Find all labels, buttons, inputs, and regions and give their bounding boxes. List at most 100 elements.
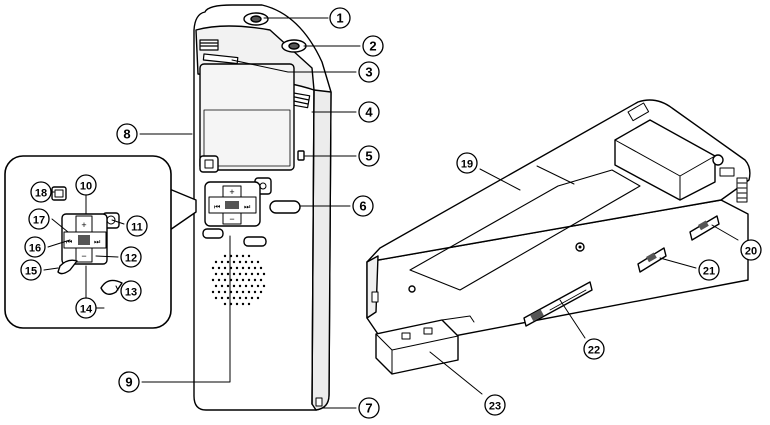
callout-number: 23 [489,401,501,413]
speaker-hole [238,296,242,300]
callout-17: 17 [28,208,50,230]
speaker-hole [226,296,230,300]
speaker-hole [220,284,224,288]
callout-10: 10 [75,174,97,196]
callout-20: 20 [740,239,762,261]
callout-circle [120,246,142,268]
erase-button [243,236,267,247]
svg-text:⏮: ⏮ [66,239,72,246]
speaker-hole [214,284,218,288]
callout-circle [358,397,380,419]
speaker-hole [211,290,215,294]
speaker-hole [223,266,227,270]
svg-text:−: − [229,214,234,224]
front-navigation-keypad: + − ⏮ ⏭ [204,181,261,227]
speaker-hole [241,278,245,282]
callout-14: 14 [75,297,97,319]
svg-text:⏭: ⏭ [94,239,101,246]
speaker-hole [259,290,263,294]
speaker-hole [244,260,248,264]
svg-text:−: − [81,251,86,261]
speaker-hole [247,278,251,282]
callout-23: 23 [484,394,506,416]
speaker-hole [223,254,227,258]
callout-circle [75,174,97,196]
callout-circle [358,61,380,83]
speaker-hole [211,278,215,282]
callout-19: 19 [456,152,478,174]
callout-11: 11 [126,215,148,237]
callout-circle [24,236,46,258]
speaker-hole [262,272,266,276]
speaker-hole [232,260,236,264]
rear-screw-small [408,285,416,293]
speaker-hole [253,266,257,270]
recorder-side-panel [311,89,332,411]
callout-22: 22 [583,338,605,360]
battery-cover [409,169,641,291]
speaker-hole [211,266,215,270]
callout-circle [583,338,605,360]
svg-text:⏮: ⏮ [214,204,220,211]
callout-circle [75,297,97,319]
speaker-hole [241,254,245,258]
speaker-hole [238,284,242,288]
callout-1: 1 [329,7,351,29]
callout-circle [116,123,138,145]
callout-circle [126,215,148,237]
callout-circle [28,208,50,230]
speaker-hole [214,260,218,264]
callout-2: 2 [362,35,384,57]
record-indicator-light [297,150,305,161]
display-panel [199,63,295,171]
callout-3: 3 [358,61,380,83]
speaker-hole [244,272,248,276]
callout-number: 6 [359,199,366,214]
speaker-hole [220,272,224,276]
svg-text:+: + [81,220,86,230]
callout-4: 4 [358,101,380,123]
callout-circle [362,35,384,57]
callout-number: 3 [365,65,372,80]
side-edge-line [311,89,315,405]
mic-sensitivity-switch [637,247,667,273]
speaker-hole [262,284,266,288]
callout-number: 12 [125,253,137,265]
callout-number: 15 [25,266,37,278]
speaker-hole [244,296,248,300]
speaker-hole [226,260,230,264]
callout-number: 20 [745,246,757,258]
callout-circle [484,394,506,416]
top-jack-rear [712,154,724,166]
svg-text:⏭: ⏭ [244,204,251,211]
callout-number: 7 [365,401,372,416]
recorder-front-view: + − ⏮ ⏭ [193,4,332,411]
speaker-hole [235,278,239,282]
callout-number: 5 [365,149,372,164]
callout-number: 1 [336,11,343,26]
callout-15: 15 [20,259,42,281]
stop-button [202,228,224,239]
speaker-hole [220,260,224,264]
speaker-hole [253,278,257,282]
speaker-hole [253,290,257,294]
callout-21: 21 [698,259,720,281]
speaker-hole [223,278,227,282]
speaker-hole [232,272,236,276]
callout-12: 12 [120,246,142,268]
speaker-hole [247,266,251,270]
callout-number: 22 [588,345,600,357]
callout-8: 8 [116,123,138,145]
record-button [269,200,301,214]
speaker-hole [241,290,245,294]
callout-number: 4 [365,105,373,120]
callout-number: 14 [80,304,93,316]
callout-number: 19 [461,159,473,171]
speaker-hole [259,278,263,282]
speaker-hole [226,284,230,288]
speaker-grille [211,254,266,306]
callout-number: 16 [29,243,41,255]
speaker-hole [238,260,242,264]
recorder-rear-view [366,99,751,375]
